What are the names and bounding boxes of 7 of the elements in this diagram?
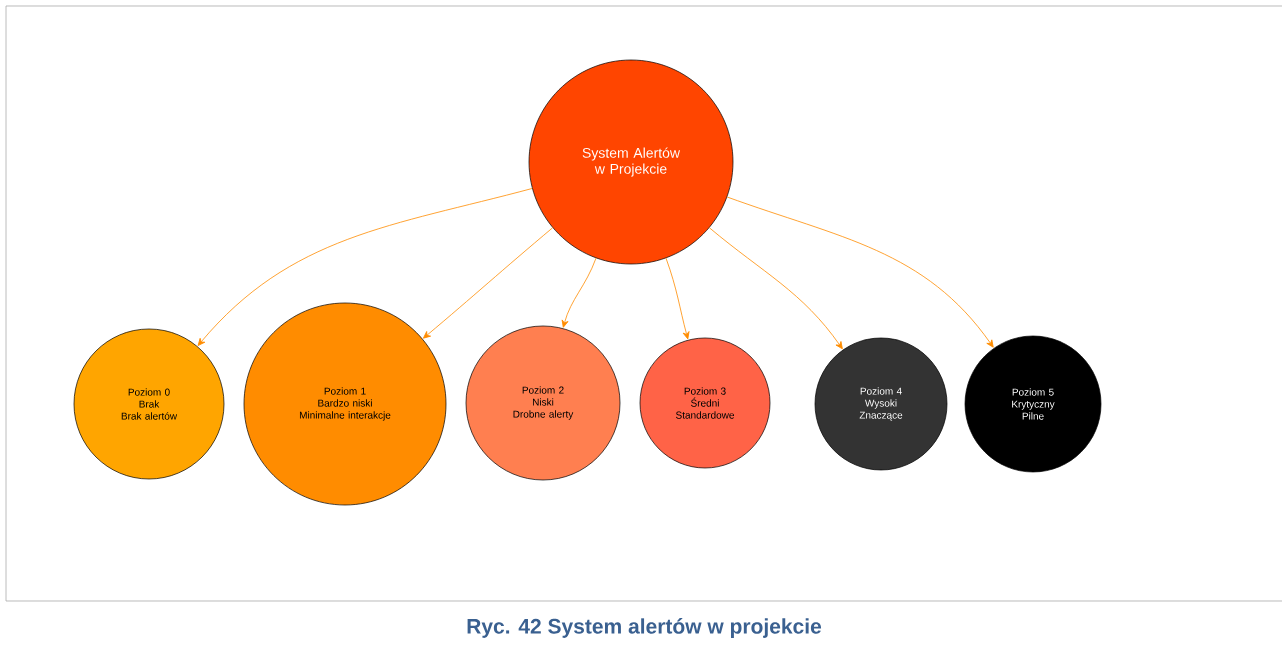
arrow bbox=[709, 227, 843, 350]
arrow bbox=[561, 257, 597, 328]
arrow bbox=[665, 257, 690, 340]
arrow bbox=[423, 227, 553, 339]
arrow bbox=[197, 188, 533, 346]
caption: Ryc. 42 System alertów w projekcie bbox=[467, 618, 822, 638]
arrow bbox=[726, 196, 994, 348]
